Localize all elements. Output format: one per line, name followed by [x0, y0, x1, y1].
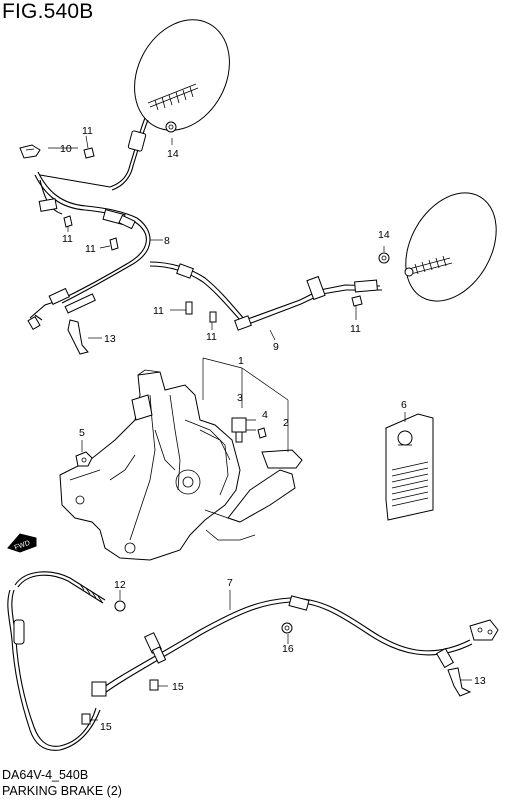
bolt-4 [257, 427, 267, 439]
callout-15: 15 [100, 721, 112, 733]
clip-13-lower [447, 667, 472, 697]
callout-10: 10 [60, 143, 72, 155]
callout-13: 13 [104, 333, 116, 345]
nut-16 [281, 622, 293, 634]
pad-2 [261, 449, 303, 469]
parking-brake-lever-assembly [59, 369, 296, 561]
callout-14: 14 [167, 148, 179, 160]
callout-6: 6 [401, 399, 407, 411]
figure-name: PARKING BRAKE (2) [2, 784, 122, 798]
callout-8: 8 [164, 235, 170, 247]
cable-9 [149, 261, 382, 331]
callout-11: 11 [62, 233, 73, 245]
callout-5: 5 [79, 427, 85, 439]
nut-14-left [165, 121, 177, 133]
nut-14-right [378, 252, 390, 264]
callout-3: 3 [237, 392, 243, 404]
leader-bracket-1 [202, 357, 289, 452]
callout-15: 15 [172, 681, 184, 693]
bolts-15 [81, 679, 159, 725]
callout-9: 9 [273, 341, 279, 353]
callout-11: 11 [206, 331, 217, 343]
brake-backing-plate-left [134, 19, 230, 131]
callout-2: 2 [283, 417, 289, 429]
caution-label-6 [385, 413, 434, 521]
nut-5 [75, 451, 93, 467]
switch-3 [231, 417, 256, 443]
bolts-11 [63, 147, 363, 323]
callout-16: 16 [282, 643, 294, 655]
brake-backing-plate-right [404, 192, 497, 302]
callout-11: 11 [350, 323, 361, 335]
callout-11: 11 [153, 305, 164, 317]
clip-13-upper [67, 319, 89, 355]
callout-13: 13 [474, 675, 486, 687]
bolt-12 [114, 600, 126, 612]
callout-11: 11 [82, 125, 93, 137]
figure-title: FIG.540B [2, 0, 94, 23]
callout-4: 4 [262, 409, 268, 421]
figure-code: DA64V-4_540B [2, 768, 89, 782]
callout-1: 1 [238, 355, 244, 367]
cable-7 [7, 571, 499, 751]
grommet-10 [19, 144, 41, 159]
callout-7: 7 [227, 577, 233, 589]
cable-8 [27, 117, 151, 331]
callout-12: 12 [114, 579, 126, 591]
fwd-arrow: FWD [7, 533, 37, 553]
callout-11: 11 [85, 243, 96, 255]
leader-lines [48, 135, 472, 721]
callout-14: 14 [378, 229, 390, 241]
